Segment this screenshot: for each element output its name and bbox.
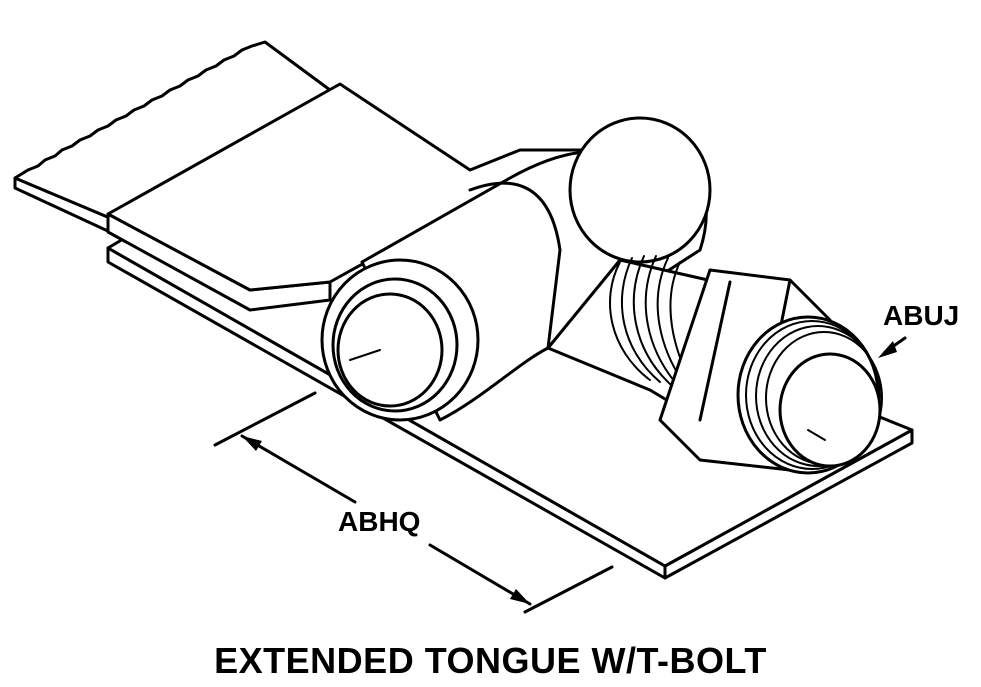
tongue-length-label: ABHQ: [338, 506, 421, 537]
bolt-end-leader: [878, 336, 907, 358]
tongue-length-dimension: [213, 391, 614, 614]
strap: [13, 40, 332, 234]
bolt-dimension-label: ABUJ: [883, 300, 960, 331]
bolt-end: [736, 315, 883, 475]
t-bolt-barrel: [320, 116, 712, 422]
figure-caption: EXTENDED TONGUE W/T-BOLT: [214, 640, 767, 681]
